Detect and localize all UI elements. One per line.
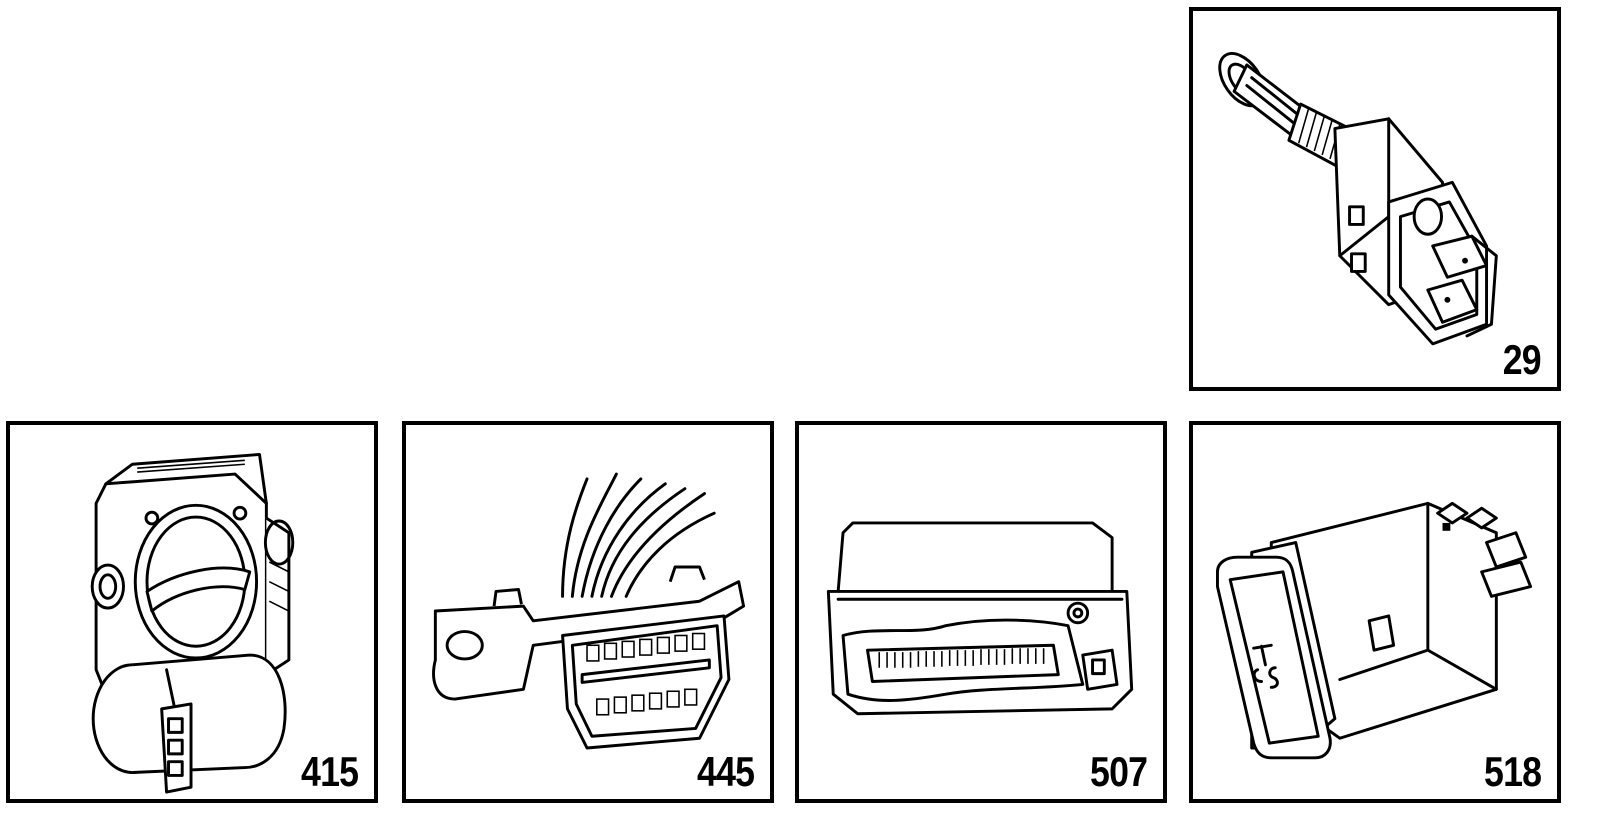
- panel-diagnostic-connector: 445: [402, 421, 774, 803]
- brake-light-switch-drawing: [1218, 52, 1498, 346]
- panel-control-module: 507: [795, 421, 1167, 803]
- panel-number: 445: [696, 748, 755, 795]
- panel-number: 415: [300, 748, 359, 795]
- panel-number: 507: [1089, 748, 1148, 795]
- panel-number: 29: [1502, 336, 1542, 383]
- panel-tcs-switch: 518: [1189, 421, 1561, 803]
- control-module-drawing: [826, 521, 1134, 716]
- diagnostic-connector-drawing: [432, 472, 746, 750]
- panel-brake-light-switch: 29: [1189, 7, 1561, 391]
- panel-number: 518: [1483, 748, 1542, 795]
- panel-throttle-body: 415: [6, 421, 378, 803]
- tcs-switch-drawing: [1215, 501, 1533, 760]
- throttle-body-drawing: [90, 452, 295, 794]
